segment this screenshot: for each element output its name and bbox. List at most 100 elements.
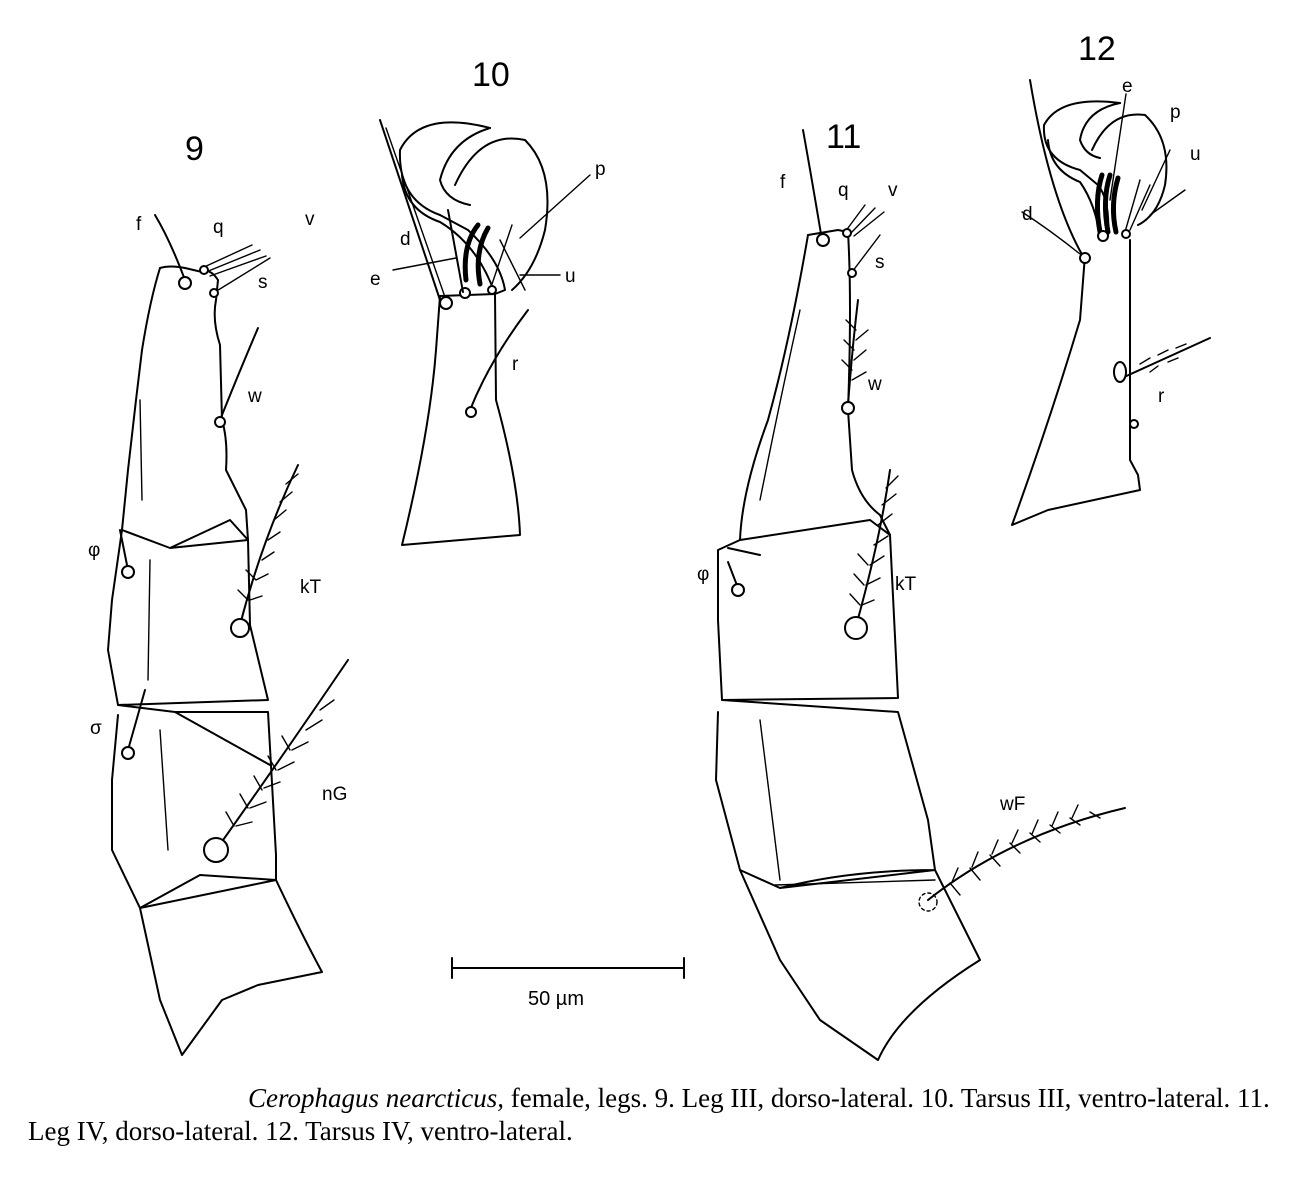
- figure-11-number: 11: [826, 118, 861, 156]
- fig12-socket-p: [1121, 229, 1131, 239]
- fig10-seta-r: [469, 309, 529, 411]
- fig12-seta-r: [1121, 337, 1211, 379]
- fig11-label-kT: kT: [895, 574, 917, 595]
- fig11-label-v: v: [888, 180, 898, 201]
- fig9-seta-kT: [239, 464, 299, 626]
- fig9-seta-s: [214, 257, 271, 293]
- fig11-socket-q: [842, 228, 852, 238]
- fig10-leader-e: [392, 257, 457, 271]
- fig9-socket-sigma: [121, 746, 135, 760]
- fig11-seta-wF: [927, 807, 1126, 901]
- fig9-socket-phi: [121, 565, 135, 579]
- figure-10-number: 10: [472, 56, 510, 94]
- fig12-pore: [1129, 419, 1139, 429]
- fig11-label-phi: φ: [697, 564, 709, 585]
- fig12-label-u: u: [1190, 144, 1201, 165]
- fig10-seta-d: [379, 119, 441, 301]
- figure-12-tarsus-iv: 12 e p u d r: [1011, 30, 1211, 526]
- fig11-setae-qv: [844, 204, 885, 237]
- fig12-tarsus-body: [1011, 239, 1141, 526]
- caption-text: female, legs. 9. Leg III, dorso-lateral.…: [28, 1083, 1270, 1146]
- fig12-setae-pu: [1124, 179, 1151, 233]
- fig10-label-d: d: [400, 229, 411, 250]
- scale-bar-line: [451, 957, 685, 979]
- fig9-seta-w: [219, 327, 259, 421]
- fig9-tibia-inner-line: [147, 559, 151, 681]
- fig11-genu-inner-line: [759, 719, 781, 881]
- figure-10-tarsus-iii: 10 d e p u r: [370, 56, 606, 546]
- fig11-socket-s: [847, 268, 857, 278]
- fig12-label-d: d: [1022, 204, 1033, 225]
- fig10-socket-e: [459, 287, 471, 299]
- figure-9-leg-iii: 9 f q v s: [88, 130, 349, 1056]
- fig11-tarsus-outline: [807, 229, 891, 536]
- fig12-empodium: [1091, 113, 1168, 226]
- fig12-claw-hook: [1079, 102, 1121, 159]
- fig10-socket-p: [487, 285, 497, 295]
- fig12-socket-d: [1079, 252, 1091, 264]
- fig10-label-r: r: [512, 354, 519, 375]
- fig10-tarsus-body: [401, 293, 521, 546]
- figure-caption: Cerophagus nearcticus, female, legs. 9. …: [28, 1082, 1278, 1148]
- fig11-label-f: f: [780, 172, 786, 193]
- fig11-genu-outline: [715, 699, 936, 889]
- fig9-socket-nG: [203, 837, 229, 863]
- fig10-label-u: u: [565, 266, 576, 287]
- fig11-seta-f: [802, 129, 823, 241]
- fig11-tarsus-left: [739, 234, 809, 541]
- fig9-label-w: w: [247, 386, 262, 407]
- fig10-seta-e: [447, 209, 464, 293]
- fig11-socket-wF: [918, 892, 938, 912]
- figure-11-leg-iv: 11 f q v s w: [697, 118, 1126, 1061]
- scale-bar: 50 µm: [451, 957, 685, 1010]
- fig9-label-v: v: [305, 209, 315, 230]
- fig9-socket-q: [199, 265, 209, 275]
- fig12-label-r: r: [1158, 386, 1165, 407]
- fig10-condylophores: [462, 222, 491, 287]
- fig11-seta-s: [851, 234, 881, 273]
- fig11-tibia-outline: [717, 519, 899, 701]
- fig9-tarsus-inner-line: [139, 399, 143, 501]
- fig9-label-f: f: [136, 214, 142, 235]
- fig12-leader-e: [1109, 93, 1127, 201]
- scale-bar-label: 50 µm: [528, 988, 584, 1010]
- fig12-seta-d: [1029, 79, 1085, 259]
- fig12-label-p: p: [1170, 102, 1181, 123]
- fig9-socket-f: [178, 276, 192, 290]
- fig9-femur-outline: [139, 879, 323, 1056]
- fig11-label-wF: wF: [999, 794, 1025, 815]
- fig10-leader-p: [519, 174, 591, 239]
- fig10-claw: [398, 121, 506, 295]
- fig9-label-sigma: σ: [90, 718, 102, 739]
- fig9-label-kT: kT: [300, 577, 322, 598]
- fig11-femur-line: [774, 879, 936, 886]
- fig10-socket-r: [465, 406, 477, 418]
- fig9-label-phi: φ: [88, 540, 100, 561]
- fig9-label-nG: nG: [322, 784, 347, 805]
- fig9-solenidion-phi: [119, 529, 129, 571]
- fig10-label-e: e: [370, 269, 381, 290]
- fig9-label-s: s: [258, 272, 268, 293]
- fig9-setae-qv: [201, 244, 267, 277]
- fig9-socket-kT: [230, 618, 250, 638]
- fig9-genu-inner-line: [159, 729, 169, 851]
- fig12-socket-e: [1097, 230, 1109, 242]
- fig9-label-q: q: [213, 217, 224, 238]
- fig12-leader-p: [1141, 149, 1171, 211]
- figure-12-number: 12: [1078, 30, 1116, 68]
- caption-species: Cerophagus nearcticus,: [248, 1083, 504, 1113]
- fig11-femur-outline: [739, 869, 981, 1061]
- fig9-genu-outline: [111, 704, 277, 909]
- fig9-seta-f: [154, 214, 186, 281]
- fig12-condylophores: [1094, 172, 1121, 235]
- fig10-label-p: p: [595, 159, 606, 180]
- fig11-label-w: w: [867, 374, 882, 395]
- fig11-socket-f: [816, 233, 830, 247]
- fig12-label-e: e: [1122, 76, 1133, 97]
- fig9-socket-s: [209, 288, 219, 298]
- fig9-seta-nG: [215, 659, 349, 851]
- fig10-empodium: [454, 137, 549, 291]
- fig10-claw-hook: [439, 127, 491, 206]
- fig9-solenidion-sigma: [127, 689, 146, 751]
